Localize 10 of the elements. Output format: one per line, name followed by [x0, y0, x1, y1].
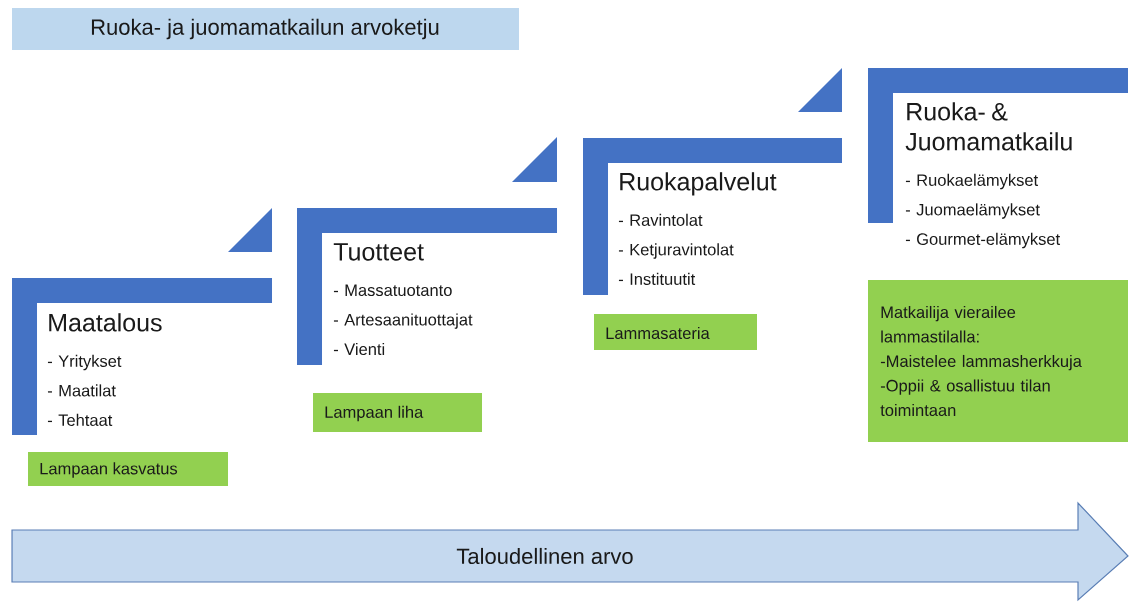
stage-step: Tuotteet - Massatuotanto - Artesaanituottajat - Vienti — [297, 208, 557, 365]
node-label: - Gourmet-elämykset — [905, 232, 1061, 249]
note-box: Lampaan kasvatus — [28, 452, 228, 486]
note-box: Lammasateria — [594, 314, 757, 350]
stage-step: Ruoka- & Juomamatkailu - Ruokaelämykset - Juomaelämykset - Gourmet-elämykset — [868, 68, 1128, 249]
title-banner: Ruoka- ja juomamatkailun arvoketju — [12, 8, 519, 50]
stage-step: Maatalous - Yritykset - Maatilat - Tehtaat — [12, 278, 272, 435]
stage-step: Ruokapalvelut - Ravintolat - Ketjuravintolat - Instituutit — [583, 138, 842, 295]
note-box: Lampaan liha — [313, 393, 482, 432]
note-box: Matkailija vierailee lammastilalla: -Maistelee lammasherkkuja -Oppii & osallistuu tilan toimintaan — [868, 280, 1128, 442]
